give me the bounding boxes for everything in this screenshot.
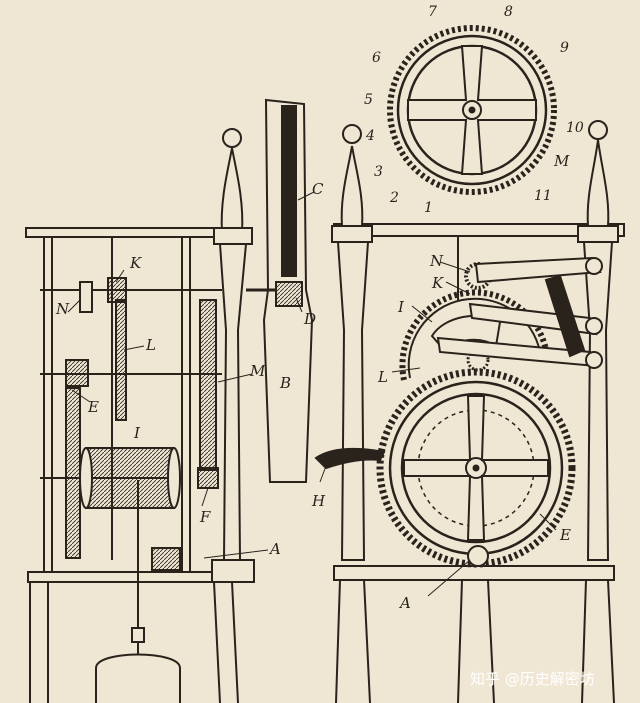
dial-number-labels: 1 2 3 4 5 6 7 8 9 10 11 M xyxy=(364,4,584,216)
label-i-left: I xyxy=(133,424,141,442)
label-c: C xyxy=(312,180,324,198)
label-b: B xyxy=(279,374,291,392)
label-h: H xyxy=(311,492,326,510)
dial-number-4: 4 xyxy=(365,128,375,144)
left-view-labels: K N L M E I F A xyxy=(55,254,281,558)
dial-number-7: 7 xyxy=(428,4,437,20)
dial-number-8: 8 xyxy=(504,4,513,20)
dial-number-9: 9 xyxy=(560,40,569,56)
label-a-right: A xyxy=(398,594,411,612)
label-k-left: K xyxy=(129,254,142,272)
side-view-frame xyxy=(25,128,255,703)
dial-number-2: 2 xyxy=(389,190,399,206)
dial-number-6: 6 xyxy=(372,50,381,66)
label-l-right: L xyxy=(377,368,388,386)
label-a-left: A xyxy=(268,540,281,558)
label-f-left: F xyxy=(199,508,211,526)
label-d: D xyxy=(303,310,316,328)
label-m-right: M xyxy=(553,152,570,170)
great-wheel xyxy=(376,368,576,568)
dial-number-5: 5 xyxy=(364,92,373,108)
dial-number-10: 10 xyxy=(566,120,584,136)
label-l-left: L xyxy=(145,336,156,354)
leader-lines xyxy=(67,191,557,597)
dial-number-11: 11 xyxy=(534,188,552,204)
verge-assembly xyxy=(246,98,386,483)
dial-number-1: 1 xyxy=(424,200,433,216)
dial-wheel xyxy=(387,25,557,195)
side-view-gears xyxy=(65,277,219,703)
label-i-right: I xyxy=(397,298,405,316)
label-k-right: K xyxy=(431,274,444,292)
label-n-right: N xyxy=(429,252,444,270)
label-n-left: N xyxy=(55,300,70,318)
label-m-left: M xyxy=(249,362,266,380)
watermark-text: 知乎 @历史解密坊 xyxy=(470,670,595,688)
count-levers xyxy=(436,256,603,369)
label-e-left: E xyxy=(87,398,99,416)
dial-number-3: 3 xyxy=(374,164,383,180)
right-view-labels: N K I L E A xyxy=(377,252,571,612)
front-view-frame xyxy=(331,120,625,703)
label-e-right: E xyxy=(559,526,571,544)
center-labels: C D B H xyxy=(279,180,326,510)
